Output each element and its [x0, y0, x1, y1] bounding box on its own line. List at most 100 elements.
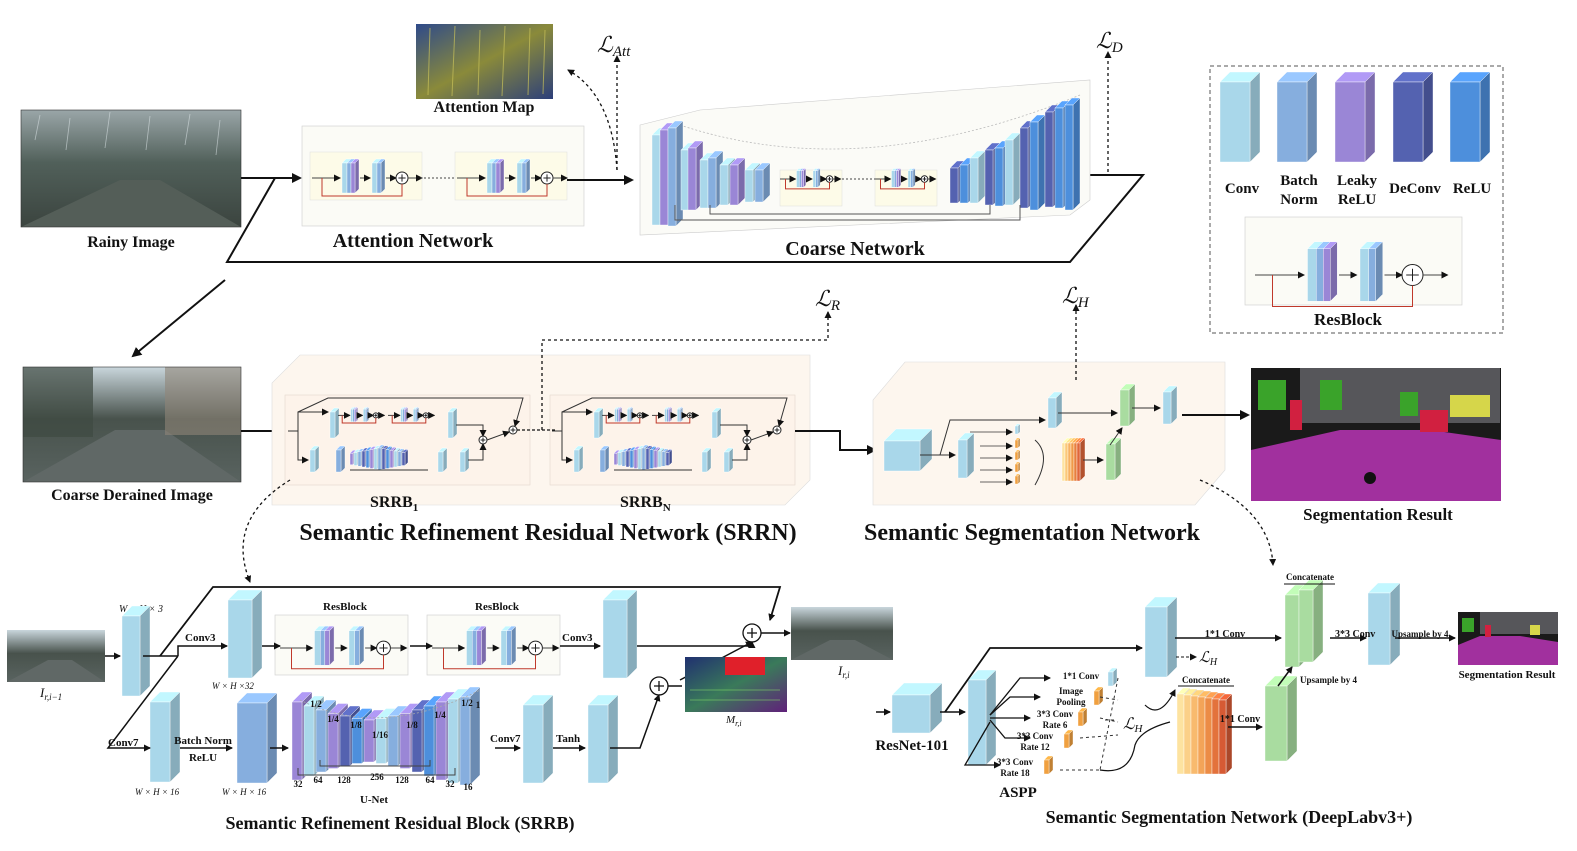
batch-norm-block	[1368, 241, 1384, 302]
unet-block	[401, 449, 409, 466]
dim-16b-label: W × H × 16	[222, 787, 267, 797]
concatenate-mid-label: Concatenate	[1182, 675, 1230, 685]
loss-h-symbol-a: ℒH	[1199, 650, 1218, 668]
encoder-block	[754, 162, 771, 203]
unet-scale-3: 1/16	[372, 730, 389, 740]
conv-block	[723, 447, 734, 473]
backbone-block	[883, 428, 933, 472]
refinement-map-image	[685, 657, 787, 712]
unet-scale-4: 1/8	[406, 720, 418, 730]
decoder-block	[1004, 132, 1021, 206]
conv-block	[309, 445, 320, 473]
coarse-network-label: Coarse Network	[785, 238, 925, 260]
add-op	[528, 640, 543, 656]
legend-label-0: Conv	[1225, 181, 1260, 197]
loss-h-symbol: ℒH	[1062, 283, 1090, 311]
srrb1-label: SRRB1	[370, 494, 418, 514]
loss-att-symbol: ℒAtt	[597, 32, 631, 60]
legend-block-4	[1449, 71, 1491, 163]
conv-block	[1162, 385, 1178, 425]
legend-resblock-label: ResBlock	[1314, 310, 1383, 329]
batch-norm-block	[521, 158, 531, 194]
unet-scale-1: 1/4	[327, 714, 339, 724]
add-op	[1401, 264, 1424, 286]
leaky-relu-block	[476, 625, 487, 666]
conv7-label-a: Conv7	[108, 737, 139, 749]
add-op	[540, 171, 554, 185]
leaky-relu-block	[495, 158, 505, 194]
conv7-label-b: Conv7	[490, 733, 521, 745]
green-conv-block	[1119, 383, 1136, 427]
add-op	[636, 412, 643, 419]
seg-network-panel	[872, 361, 1226, 506]
add-op	[686, 412, 693, 419]
map-label: Mr,i	[725, 714, 742, 728]
dim-32-label: W × H ×32	[212, 681, 254, 691]
legend-block-3	[1392, 71, 1434, 163]
legend-label-3: DeConv	[1389, 181, 1441, 197]
input-conv-block	[121, 605, 151, 697]
unet-channels-6: 32	[446, 779, 456, 789]
aspp-branch-block	[1014, 449, 1021, 461]
bn-label-1: Batch Norm	[174, 735, 232, 747]
add-op	[376, 640, 391, 656]
leaky-relu-block	[353, 406, 359, 423]
aspp-branch-block	[1014, 423, 1021, 435]
leaky-relu-block	[350, 158, 360, 194]
aspp-branch-block	[1014, 473, 1021, 485]
concat-block	[1218, 693, 1233, 775]
attention-network-label: Attention Network	[333, 230, 494, 252]
conv-block	[573, 445, 584, 473]
add-op	[508, 425, 518, 435]
upsample-label-b: Upsample by 4	[1391, 629, 1449, 639]
bn-relu-block	[236, 692, 278, 784]
batch-norm-block	[335, 445, 346, 473]
batch-norm-block	[506, 625, 517, 666]
conv-block	[447, 407, 458, 439]
deeplab-seg-result-label: Segmentation Result	[1459, 669, 1556, 681]
seg-network-title: Semantic Segmentation Network	[864, 520, 1201, 546]
batch-norm-block	[678, 406, 684, 423]
unet-block	[459, 686, 481, 786]
dim-16a-label: W × H × 16	[135, 787, 180, 797]
attention-network-block	[301, 125, 585, 227]
leaky-relu-block	[667, 406, 673, 423]
green-conv-block	[1105, 437, 1122, 481]
green-block-low	[1264, 675, 1298, 762]
srrb-output-image	[791, 607, 893, 660]
attention-map-image	[416, 24, 553, 99]
conv1x1-mid-label: 1*1 Conv	[1220, 714, 1260, 725]
add-op	[395, 171, 409, 185]
attention-map-label: Attention Map	[434, 99, 535, 116]
conv-block	[711, 407, 722, 439]
concat-block	[1076, 437, 1086, 482]
add-op	[920, 175, 929, 183]
unet-channels-1: 64	[314, 775, 324, 785]
unet-channels-0: 32	[294, 779, 304, 789]
segmentation-result-label: Segmentation Result	[1303, 505, 1453, 524]
aspp-branch-block	[1093, 686, 1104, 706]
resnet-label: ResNet-101	[875, 738, 948, 754]
legend-block-1	[1276, 71, 1318, 163]
srrb-title: Semantic Refinement Residual Block (SRRB…	[226, 813, 575, 834]
decoder-block	[1064, 97, 1081, 211]
concatenate-top-label: Concatenate	[1286, 572, 1334, 582]
batch-norm-block	[815, 168, 821, 188]
legend-block-2	[1334, 71, 1376, 163]
loss-h-symbol-b: ℒH	[1123, 716, 1144, 735]
aspp-branch-block	[1107, 667, 1118, 687]
coarse-derained-label: Coarse Derained Image	[51, 487, 213, 504]
aspp-branch-block	[1014, 437, 1021, 449]
batch-norm-block	[376, 158, 386, 194]
segmentation-result-image	[1251, 368, 1501, 501]
unet-channels-4: 128	[395, 775, 409, 785]
